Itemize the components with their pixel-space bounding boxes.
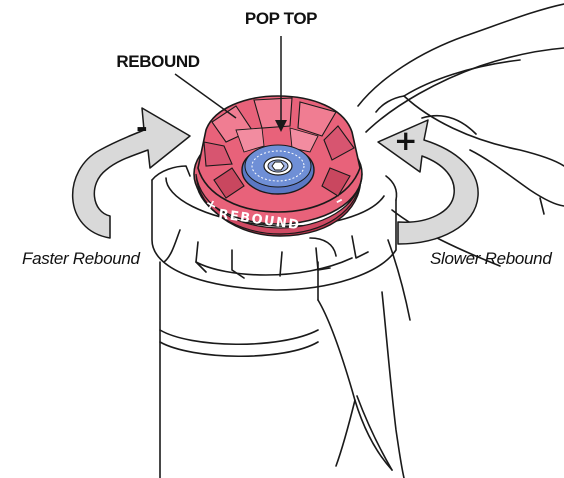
- minus-sign: -: [136, 111, 148, 144]
- fork-crown: [318, 4, 564, 478]
- pop-top-label: POP TOP: [245, 9, 317, 28]
- plus-sign: +: [394, 124, 417, 157]
- fork-stanchion: [160, 262, 318, 478]
- pop-top: [242, 145, 314, 194]
- slower-rebound-label: Slower Rebound: [430, 249, 552, 268]
- hex-socket-icon: [272, 162, 284, 170]
- rebound-label: REBOUND: [116, 52, 199, 71]
- rebound-leader-line: [175, 74, 236, 118]
- faster-rebound-label: Faster Rebound: [22, 249, 141, 268]
- faster-rebound-arrow: [73, 108, 190, 238]
